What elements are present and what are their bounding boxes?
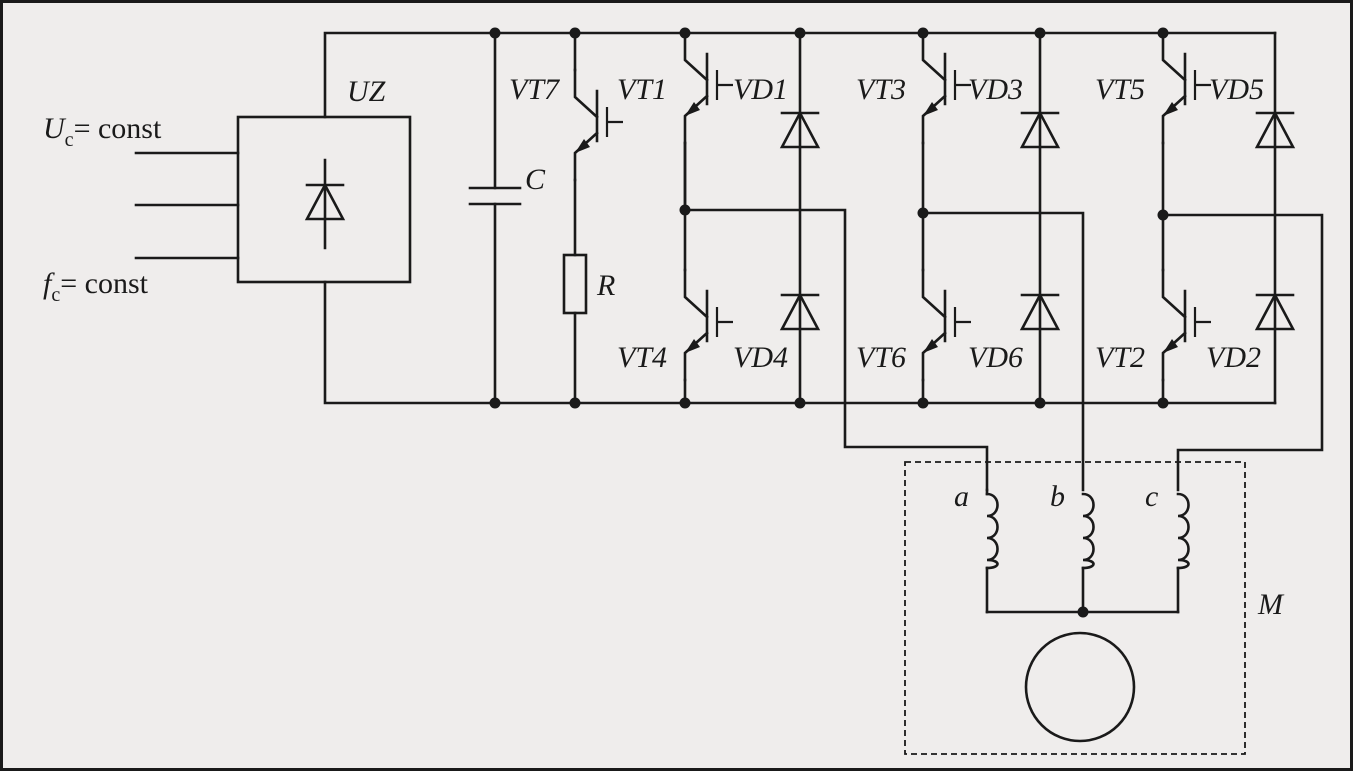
motor-rotor xyxy=(1024,631,1136,743)
capacitor-c xyxy=(468,31,522,405)
junction-dots xyxy=(489,27,1169,618)
dc-positive-rail xyxy=(323,31,1277,119)
label-vt7: VT7 xyxy=(509,73,561,106)
label-winding-a: a xyxy=(954,480,969,513)
label-vd5: VD5 xyxy=(1209,73,1264,106)
frequency-label: fc= const xyxy=(43,267,149,306)
label-winding-c: c xyxy=(1145,480,1158,513)
label-vt1: VT1 xyxy=(617,73,667,106)
label-vd1: VD1 xyxy=(733,73,788,106)
rectifier-uz xyxy=(236,115,412,284)
phase-leg-a xyxy=(683,31,989,492)
label-vt3: VT3 xyxy=(856,73,906,106)
label-vt5: VT5 xyxy=(1095,73,1145,106)
winding-b-coil xyxy=(1081,492,1095,570)
ac-input-lines xyxy=(134,151,240,260)
label-motor: M xyxy=(1257,588,1285,621)
label-vd6: VD6 xyxy=(968,341,1023,374)
voltage-label: Uc= const xyxy=(43,112,162,151)
motor-m xyxy=(904,461,1246,755)
winding-c-coil xyxy=(1176,492,1190,570)
label-vt2: VT2 xyxy=(1095,341,1145,374)
motor-enclosure xyxy=(904,461,1246,755)
label-winding-b: b xyxy=(1050,480,1065,513)
phase-leg-c xyxy=(1161,31,1324,492)
label-vd2: VD2 xyxy=(1206,341,1261,374)
label-vd4: VD4 xyxy=(733,341,788,374)
label-vt4: VT4 xyxy=(617,341,667,374)
winding-a-coil xyxy=(985,492,999,570)
label-r: R xyxy=(596,269,615,302)
brake-chopper xyxy=(562,31,623,405)
label-vd3: VD3 xyxy=(968,73,1023,106)
label-c: C xyxy=(525,163,546,196)
label-uz: UZ xyxy=(347,75,386,108)
label-vt6: VT6 xyxy=(856,341,906,374)
dc-negative-rail xyxy=(323,280,1277,405)
resistor-r xyxy=(562,253,588,315)
